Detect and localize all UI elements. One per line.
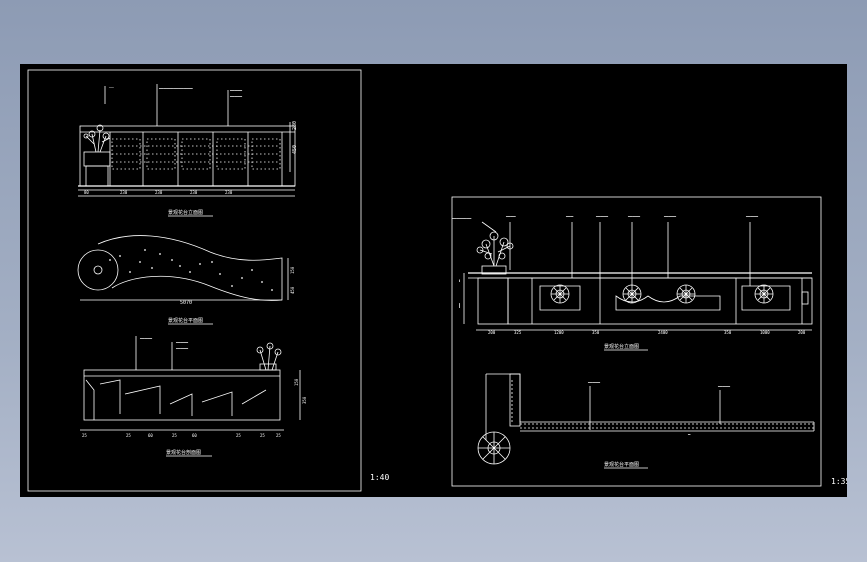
dim-text: 150 [290,266,295,274]
svg-text:━━━━━: ━━━━━ [745,214,759,219]
dim-text: 350 [592,330,600,335]
dim-text: 80 [84,190,89,195]
left-sheet-border [27,69,362,492]
cad-drawing: 1:40 ── ━━━━━━━━━━━━━━ ━━━━━ ━━━━━ [27,69,850,492]
dim-text: 5070 [180,300,192,306]
rosette-ornament-icon [539,284,581,311]
right-elevation: ━━━━━━━━ ━━━━ ━━━ ━━━━━ ━━━━━ ━━━━━ ━━━━… [451,214,813,351]
dim-text: 1000 [760,330,770,335]
svg-text:━: ━ [457,279,462,283]
plan-view: 5070 150 450 景观花台平面图 [77,235,295,325]
dim-text: 25 [82,433,87,438]
dim-text: 230 [155,190,163,195]
dim-text: 280 [292,121,298,130]
dim-text: 230 [225,190,233,195]
shrub-icon [256,342,282,371]
svg-text:━━━━━: ━━━━━ [139,336,153,341]
front-elevation-title: 景观花台立面图 [168,209,203,216]
right-scale-label: 1:35 [831,477,847,486]
svg-text:━━━━━: ━━━━━ [229,94,243,99]
lattice-panels [111,138,281,170]
svg-text:━: ━ [687,432,691,437]
shrub-icon [83,124,111,153]
svg-text:━━━━━: ━━━━━ [587,380,601,385]
section-elevation-title: 景观花台剖面图 [166,449,201,456]
svg-text:━━━━━: ━━━━━ [627,214,641,219]
svg-text:━━━━━━━━━━━━━━: ━━━━━━━━━━━━━━ [158,86,193,91]
svg-text:━━━━━━━━: ━━━━━━━━ [451,216,472,221]
dim-text: 1200 [554,330,564,335]
right-sheet-border [451,196,822,487]
dim-text: 200 [488,330,496,335]
left-scale-label: 1:40 [370,473,389,482]
right-elevation-title: 景观花台立面图 [604,343,639,350]
dim-text: 200 [798,330,806,335]
rosette-ornament-icon [741,284,791,311]
section-elevation: ━━━━━ ━━━━━ ━━━━━ 150 350 25 25 60 25 60… [80,336,307,457]
svg-text:━━━━━: ━━━━━ [229,88,243,93]
svg-text:──: ── [108,85,114,90]
dim-text: 60 [192,433,197,438]
potted-plant-icon [476,231,514,275]
dim-text: 230 [190,190,198,195]
dim-text: 25 [126,433,131,438]
dim-text: 25 [236,433,241,438]
dim-text: 150 [294,378,299,386]
rosette-ornament-icon [615,284,721,311]
svg-text:━━━━━: ━━━━━ [717,384,731,389]
plan-view-title: 景观花台平面图 [168,317,203,324]
cad-drawing-canvas: 1:40 ── ━━━━━━━━━━━━━━ ━━━━━ ━━━━━ [20,64,850,497]
dim-text: 325 [514,330,522,335]
right-plan: ━━━━━ ━━━━━ ━ 景观花台平面图 [477,373,815,469]
svg-text:━━━━━: ━━━━━ [595,214,609,219]
svg-text:━━━: ━━━ [565,214,574,219]
dim-text: 25 [260,433,265,438]
svg-text:━━━━━: ━━━━━ [175,346,189,351]
gravel-texture [109,249,273,291]
right-plan-title: 景观花台平面图 [604,461,639,468]
dim-text: 2400 [658,330,668,335]
rosette-ornament-icon [477,431,511,465]
dim-text: 350 [724,330,732,335]
dim-text: 25 [172,433,177,438]
dim-text: 450 [290,286,295,294]
dim-text: 350 [302,396,307,404]
front-elevation: ── ━━━━━━━━━━━━━━ ━━━━━ ━━━━━ 280 450 23… [78,84,298,217]
svg-text:━━: ━━ [457,303,462,309]
dim-text: 25 [276,433,281,438]
dim-text: 60 [148,433,153,438]
svg-text:━━━━━: ━━━━━ [175,340,189,345]
dim-text: 230 [120,190,128,195]
svg-text:━━━━━: ━━━━━ [663,214,677,219]
dim-text: 450 [292,145,298,154]
svg-text:━━━━: ━━━━ [505,214,516,219]
